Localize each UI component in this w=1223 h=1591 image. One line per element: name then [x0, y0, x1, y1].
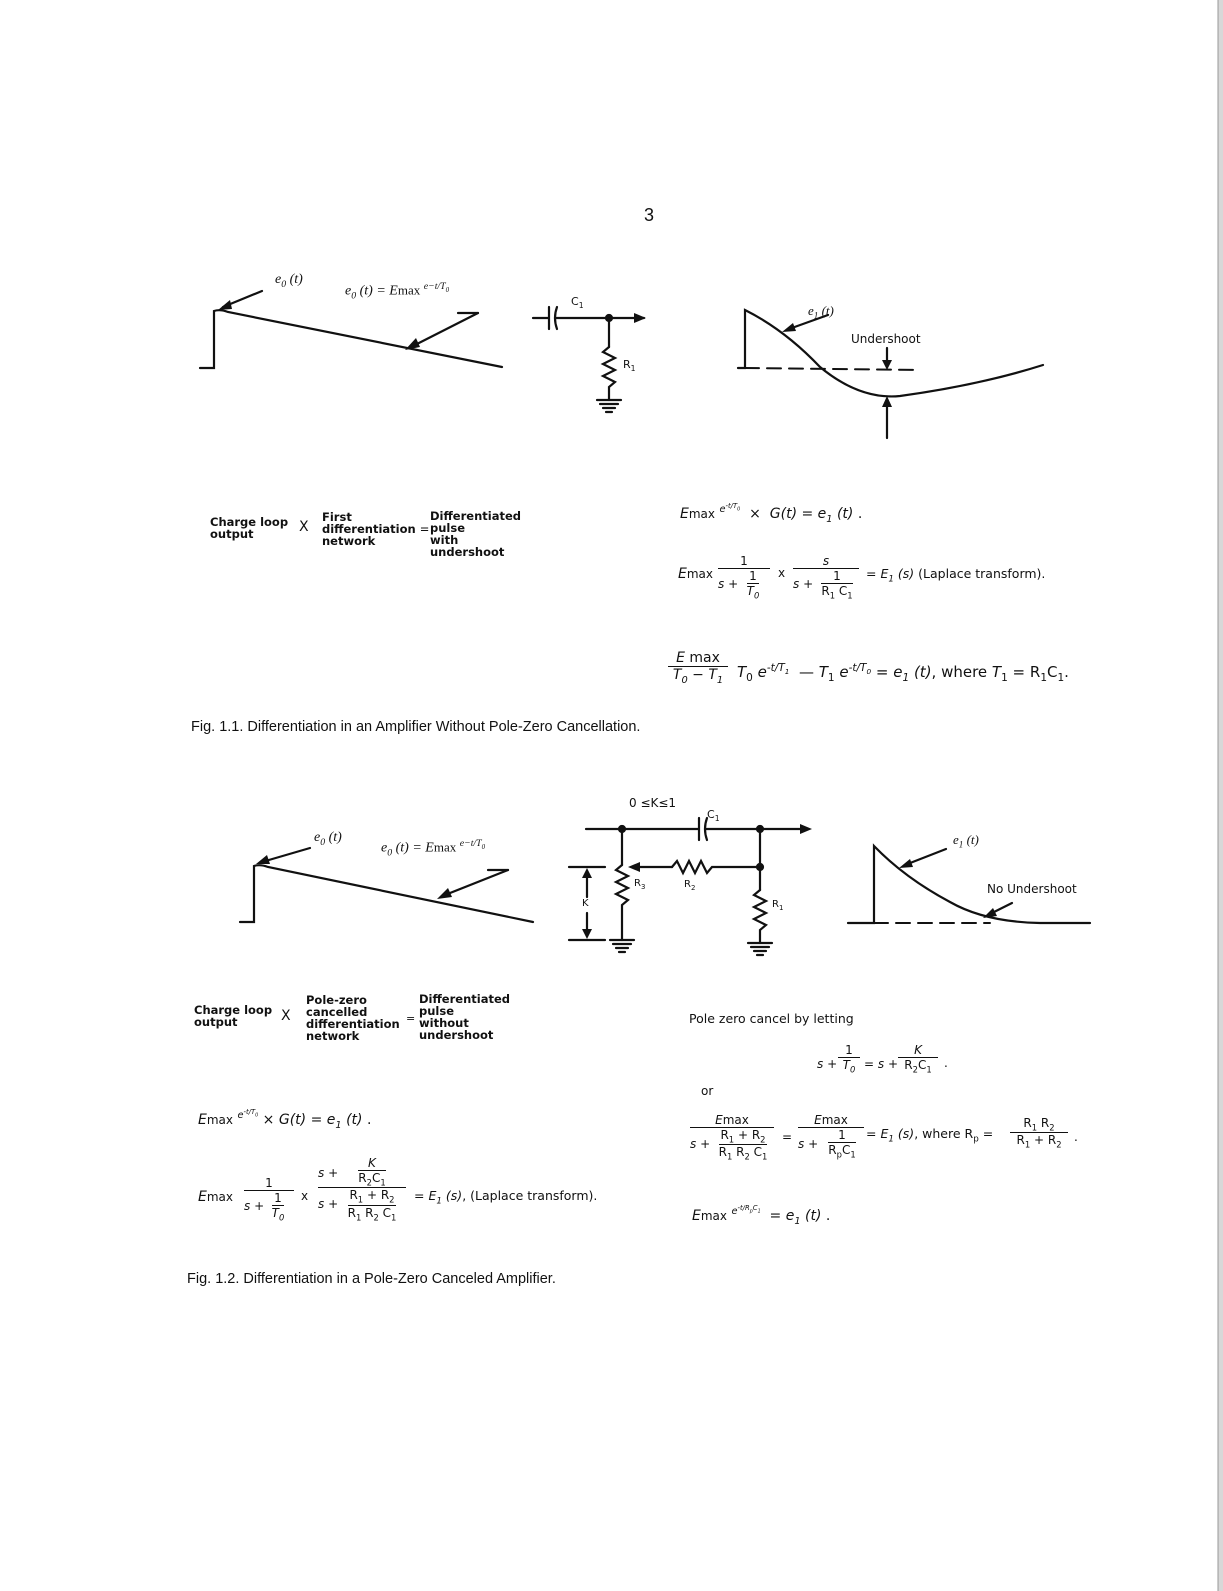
fig2-pz-dot: . — [944, 1056, 948, 1070]
fig2-or: or — [701, 1084, 714, 1098]
fig2-right-eqsign: = — [782, 1130, 793, 1144]
fig2-pz-eq-left: s + — [817, 1057, 838, 1071]
fig2-right-tail: = E1 (s), where Rp = — [866, 1126, 994, 1145]
fig2-eq-left1: Emax e-t/T0 × G(t) = e1 (t) . — [198, 1108, 372, 1131]
fig2-r2-label: R2 — [684, 879, 696, 892]
fig1-output-wave — [736, 308, 1045, 398]
fig2-r3-label: R3 — [634, 878, 646, 891]
fig1-pulse-label: e0 (t) — [275, 272, 303, 290]
fig2-eq-left2-tail: = E1 (s), (Laplace transform). — [414, 1188, 598, 1207]
fig2-eq-left2-emax: Emax — [198, 1189, 234, 1205]
fig1-c1-label: C1 — [571, 295, 584, 311]
fig2-times: X — [281, 1008, 291, 1024]
fig2-r1-label: R1 — [772, 899, 784, 912]
fig1-eq3-frac: E max T0 − T1 — [668, 650, 728, 686]
fig1-r1-label: R1 — [623, 358, 636, 374]
fig2-output-label: e1 (t) — [953, 832, 979, 850]
fig1-input-pulse — [198, 309, 504, 370]
fig2-no-undershoot-label: No Undershoot — [987, 882, 1077, 896]
fig2-output-wave — [846, 843, 1092, 925]
fig2-resistor-r3 — [613, 863, 631, 942]
fig1-eq2-tail: = E1 (s) (Laplace transform). — [866, 566, 1046, 585]
page-number: 3 — [644, 205, 655, 225]
fig1-output-label: e1 (t) — [808, 303, 834, 321]
fig1-times: X — [299, 519, 309, 535]
fig2-k-label: K — [582, 898, 589, 909]
fig2-eqsign: = — [406, 1012, 416, 1025]
fig2-input-pulse — [238, 864, 535, 924]
fig1-caption: Fig. 1.1. Differentiation in an Amplifie… — [191, 719, 641, 735]
fig1-eq3-body: T0 e-t/T1 — T1 e-t/T0 = e1 (t), where T1… — [737, 662, 1069, 684]
fig2-c1-label: C1 — [707, 808, 720, 824]
fig2-eq-left2-times: x — [301, 1189, 309, 1203]
fig2-resistor-r2 — [670, 858, 762, 876]
fig1-eq1: Emax e-t/T0 × G(t) = e1 (t) . — [680, 502, 863, 525]
fig2-resistor-r1 — [751, 888, 769, 945]
fig2-k-range: 0 ≤K≤1 — [629, 796, 677, 810]
fig2-pulse-equation: e0 (t) = Emax e−t/T0 — [381, 838, 486, 859]
fig2-rp-dot: . — [1074, 1130, 1078, 1144]
fig1-eq2-times: x — [778, 566, 786, 580]
fig1-eq2-emax: Emax — [678, 566, 714, 582]
scan-edge — [1217, 0, 1223, 1591]
fig2-eq-final: Emax e-t/RpC1 = e1 (t) . — [692, 1204, 831, 1227]
fig2-caption: Fig. 1.2. Differentiation in a Pole-Zero… — [187, 1271, 556, 1287]
fig1-pulse-equation: e0 (t) = Emax e−t/T0 — [345, 281, 450, 302]
fig2-pulse-label: e0 (t) — [314, 830, 342, 848]
fig1-resistor-r1 — [600, 345, 618, 402]
fig1-undershoot-label: Undershoot — [851, 332, 921, 346]
fig2-pz-eq-mid: = s + — [864, 1057, 899, 1071]
fig2-pz-text: Pole zero cancel by letting — [689, 1011, 854, 1026]
